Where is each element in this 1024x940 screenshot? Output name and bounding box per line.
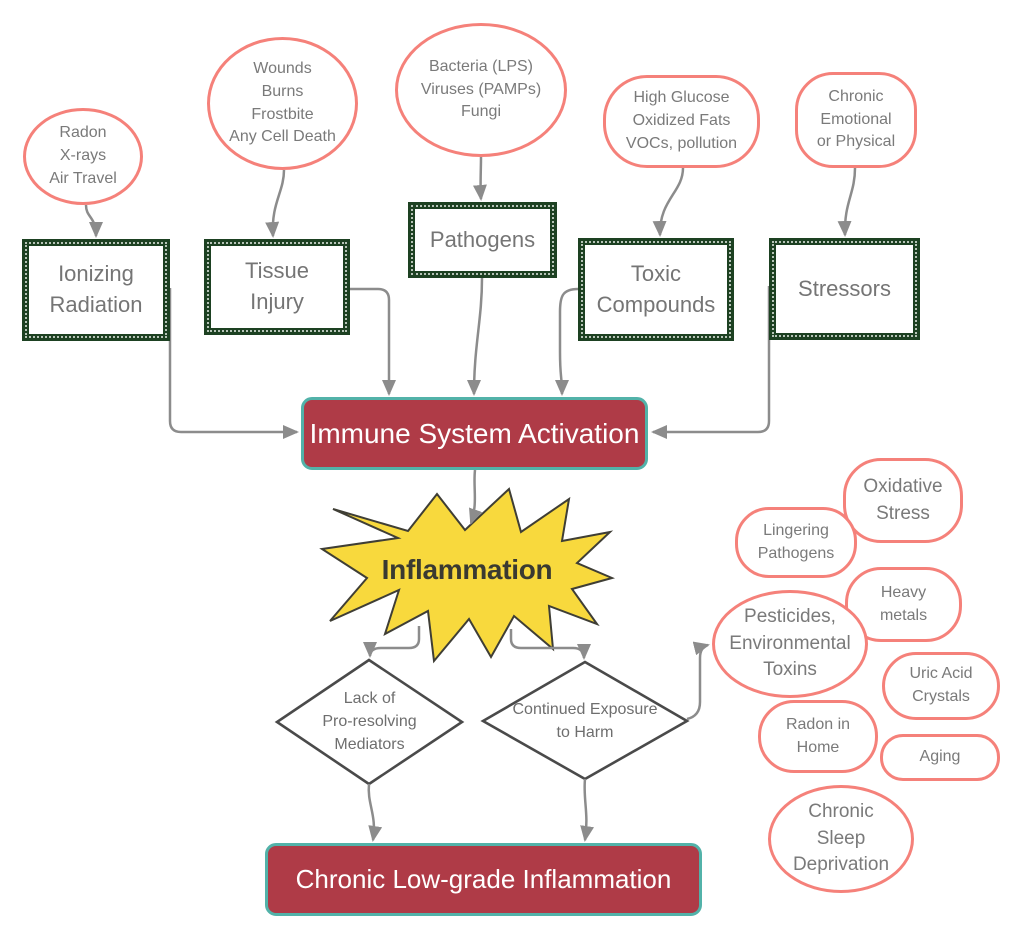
factor-ellipse-oxidative-stress: Oxidative Stress <box>843 458 963 543</box>
factor-ellipse-radon-home: Radon in Home <box>758 700 878 773</box>
box-label: Stressors <box>798 275 891 301</box>
arrow-lack-mediators-to-chronic <box>367 783 383 842</box>
arrow-continued-exposure-to-pesticides <box>686 641 710 721</box>
decision-label-lack-mediators: Lack of Pro-resolving Mediators <box>322 690 417 754</box>
box-ionizing-radiation: Ionizing Radiation <box>22 239 170 341</box>
factor-ellipse-sleep-deprivation: Chronic Sleep Deprivation <box>768 785 914 893</box>
inflammation-label: Inflammation <box>381 554 553 585</box>
box-toxic-compounds: Toxic Compounds <box>578 238 734 341</box>
arrow-inflammation-to-lack-mediators <box>363 626 421 658</box>
factor-label: Radon in Home <box>785 715 851 756</box>
immune-activation-label: Immune System Activation <box>309 417 640 449</box>
arrow-continued-exposure-to-chronic <box>580 778 595 842</box>
factor-ellipse-lingering-pathogens: Lingering Pathogens <box>735 507 857 578</box>
box-tissue-injury: Tissue Injury <box>204 239 350 335</box>
arrow-radon-to-ionizing <box>84 204 103 238</box>
factor-label: Chronic Sleep Deprivation <box>792 801 890 876</box>
factor-label: Heavy metals <box>879 583 928 624</box>
arrow-immune-to-inflammation <box>469 469 483 525</box>
box-label: Ionizing Radiation <box>49 261 143 317</box>
factor-ellipse-pesticides-toxins: Pesticides, Environmental Toxins <box>712 590 868 698</box>
arrow-pathogens-to-immune <box>467 277 484 396</box>
source-label: High Glucose Oxidized Fats VOCs, polluti… <box>625 89 738 152</box>
box-label: Toxic Compounds <box>596 260 716 317</box>
inflammation-starburst <box>319 487 616 664</box>
factor-ellipse-uric-acid: Uric Acid Crystals <box>882 652 1000 720</box>
node-chronic-low-grade-inflammation: Chronic Low-grade Inflammation <box>265 843 702 916</box>
box-label: Pathogens <box>429 226 536 252</box>
factor-label: Uric Acid Crystals <box>909 665 973 705</box>
source-ellipse-radon-xrays: Radon X-rays Air Travel <box>23 108 143 205</box>
factor-label: Pesticides, Environmental Toxins <box>729 606 851 681</box>
source-ellipse-bacteria-viruses: Bacteria (LPS) Viruses (PAMPs) Fungi <box>395 23 567 157</box>
source-label: Bacteria (LPS) Viruses (PAMPs) Fungi <box>420 57 542 121</box>
factor-ellipse-aging: Aging <box>880 734 1000 781</box>
arrow-glucose-to-toxic <box>652 167 685 237</box>
arrow-inflammation-to-continued-exposure <box>509 629 591 660</box>
factor-ellipse-heavy-metals: Heavy metals <box>845 567 962 642</box>
factor-label: Lingering Pathogens <box>757 521 835 562</box>
factor-label: Oxidative Stress <box>863 475 943 524</box>
source-label: Chronic Emotional or Physical <box>816 87 896 151</box>
arrow-toxic-to-immune <box>554 287 579 396</box>
box-label: Tissue Injury <box>245 258 309 314</box>
decision-label-continued-exposure: Continued Exposure to Harm <box>512 701 658 742</box>
arrow-stressors-to-immune <box>651 286 771 439</box>
source-ellipse-glucose-fats: High Glucose Oxidized Fats VOCs, polluti… <box>603 75 760 168</box>
source-label: Wounds Burns Frostbite Any Cell Death <box>229 60 336 146</box>
chronic-outcome-label: Chronic Low-grade Inflammation <box>295 864 672 894</box>
arrow-ionizing-to-immune <box>168 288 299 439</box>
arrow-wounds-to-tissue <box>265 169 286 238</box>
source-ellipse-wounds-burns: Wounds Burns Frostbite Any Cell Death <box>207 37 358 170</box>
box-pathogens: Pathogens <box>408 202 557 278</box>
source-label: Radon X-rays Air Travel <box>49 124 117 187</box>
factor-label: Aging <box>919 748 961 766</box>
box-stressors: Stressors <box>769 238 920 340</box>
node-immune-system-activation: Immune System Activation <box>301 397 648 470</box>
arrow-emotional-to-stressors <box>837 167 857 237</box>
arrow-tissue-to-immune <box>350 287 396 396</box>
source-ellipse-chronic-stress: Chronic Emotional or Physical <box>795 72 917 168</box>
